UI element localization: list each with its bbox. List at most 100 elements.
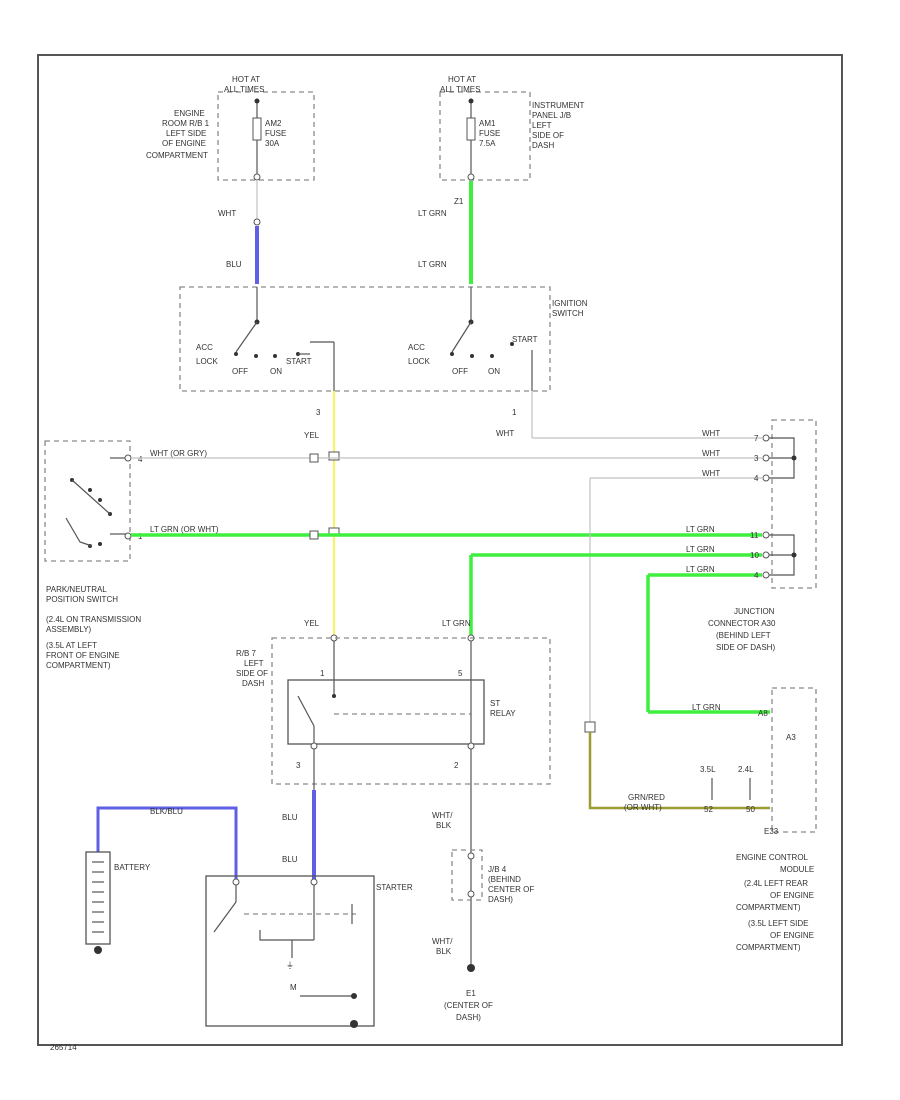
ignition-switch-title-1: IGNITION	[552, 299, 588, 308]
battery-label: BATTERY	[114, 863, 151, 872]
ltgrn-label-relay-feed: LT GRN	[442, 619, 471, 628]
ecm-connector-e33: E33	[764, 827, 779, 836]
ecm-pin-52: 52	[704, 805, 713, 814]
jb4-outline	[451, 849, 483, 901]
ignition-right-blade	[451, 321, 472, 353]
ground-e1-location-1: (CENTER OF	[444, 1001, 493, 1010]
hot1-location-line3: LEFT SIDE	[166, 129, 206, 138]
ignition-acc-label-1: ACC	[196, 343, 213, 352]
ignition-switch-outline	[179, 286, 551, 392]
ground-e1-location-2: DASH)	[456, 1013, 481, 1022]
starter-box	[205, 875, 375, 1027]
instrument-panel-junction-block-outline	[439, 91, 531, 181]
am2-fuse-name: AM2	[265, 119, 282, 128]
pnp-terminal-1	[124, 532, 132, 540]
ecm-variant-24: 2.4L	[738, 765, 754, 774]
ignition-pin-3: 3	[316, 408, 321, 417]
junction-terminal-3	[762, 454, 770, 462]
figure-id: 265714	[50, 1043, 77, 1052]
hot2-location-line1: INSTRUMENT	[532, 101, 585, 110]
hot1-location-line1: ENGINE	[174, 109, 205, 118]
starter-coil-path	[259, 930, 314, 941]
hot2-location-line3: LEFT	[532, 121, 552, 130]
junction-pin-10: 10	[750, 551, 759, 560]
pnp-title-7: COMPARTMENT)	[46, 661, 111, 670]
relay-coil-left-dot	[332, 694, 336, 698]
am1-fuse-word: FUSE	[479, 129, 500, 138]
ecm-variant-35: 3.5L	[700, 765, 716, 774]
ignition-left-off-dot	[254, 354, 258, 358]
am1-fuse-name: AM1	[479, 119, 496, 128]
junction-pin-4a: 4	[754, 474, 759, 483]
junction-bus-upper-dot	[791, 455, 797, 461]
relay-terminal-3	[310, 742, 318, 750]
junction-ltgrn-label-1: LT GRN	[686, 525, 715, 534]
st-relay-title-2: RELAY	[490, 709, 516, 718]
pnp-switch-blade	[71, 479, 111, 515]
ignition-on-label-1: ON	[270, 367, 282, 376]
battery-cells-icon	[92, 861, 104, 933]
pnp-title-5: (3.5L AT LEFT	[46, 641, 97, 650]
pnp-ltgrn-wire-label: LT GRN (OR WHT)	[150, 525, 219, 534]
jb4-title-3: CENTER OF	[488, 885, 534, 894]
wht-wire-label: WHT	[218, 209, 236, 218]
relay-block-title-2: LEFT	[244, 659, 264, 668]
battery-cable-label: BLK/BLU	[150, 807, 183, 816]
junction-terminal-7	[762, 434, 770, 442]
hot2-location-line2: PANEL J/B	[532, 111, 571, 120]
ecm-pin-a8: A8	[758, 709, 768, 718]
junction-title-2: CONNECTOR A30	[708, 619, 776, 628]
relay-block-title-4: DASH	[242, 679, 264, 688]
relay-pin-2: 2	[454, 761, 459, 770]
junction-connector-outline	[771, 419, 817, 589]
pnp-terminal-4	[124, 454, 132, 462]
junction-terminal-11	[762, 531, 770, 539]
junction-wht-label-3: WHT	[702, 469, 720, 478]
ecm-outline	[771, 687, 817, 833]
am1-fuse-rating: 7.5A	[479, 139, 496, 148]
battery-icon	[85, 851, 111, 945]
starter-label: STARTER	[376, 883, 413, 892]
relay-pin-3: 3	[296, 761, 301, 770]
pnp-switch-arm	[65, 517, 93, 547]
hot1-location-line2: ROOM R/B 1	[162, 119, 210, 128]
ecm-title-4: OF ENGINE	[770, 891, 814, 900]
am1-fuse-icon	[466, 117, 476, 141]
wht-label-ignition-out: WHT	[496, 429, 514, 438]
ignition-right-on-dot	[490, 354, 494, 358]
ecm-title-3: (2.4L LEFT REAR	[744, 879, 808, 888]
am2-bottom-terminal	[253, 173, 261, 181]
battery-cable	[96, 806, 238, 880]
junction-pin-3: 3	[754, 454, 759, 463]
ignition-off-label-2: OFF	[452, 367, 468, 376]
am1-bottom-terminal	[467, 173, 475, 181]
jb4-lower-terminal	[467, 890, 475, 898]
relay-pin-5: 5	[458, 669, 463, 678]
whtblk-label-1a: WHT/	[432, 811, 453, 820]
pnp-wht-inline-connector	[309, 453, 319, 463]
ground-e1-dot	[467, 964, 475, 972]
blu-label-low-1: BLU	[282, 813, 298, 822]
relay-contact-blade	[297, 695, 315, 727]
relay-block-title-3: SIDE OF	[236, 669, 268, 678]
pnp-title-4: ASSEMBLY)	[46, 625, 92, 634]
starter-battery-terminal	[232, 878, 240, 886]
relay-block-outline	[271, 637, 551, 785]
ecm-title-8: COMPARTMENT)	[736, 943, 801, 952]
st-relay-title-1: ST	[490, 699, 500, 708]
hot-at-label-1: HOT AT	[232, 75, 260, 84]
yel-inline-connector-top	[328, 451, 340, 461]
junction-bus-lower-dot	[791, 552, 797, 558]
ignition-right-acc-dot	[450, 352, 454, 356]
junction-pin-7: 7	[754, 434, 759, 443]
ignition-pin-1: 1	[512, 408, 517, 417]
am2-fuse-rating: 30A	[265, 139, 280, 148]
starter-ground-dot-b	[350, 1020, 358, 1028]
ecm-title-2: MODULE	[780, 865, 814, 874]
pnp-title-3: (2.4L ON TRANSMISSION	[46, 615, 141, 624]
junction-title-4: SIDE OF DASH)	[716, 643, 775, 652]
ignition-off-label-1: OFF	[232, 367, 248, 376]
junction-pin-11: 11	[750, 531, 759, 540]
pnp-title-6: FRONT OF ENGINE	[46, 651, 120, 660]
ecm-title-5: COMPARTMENT)	[736, 903, 801, 912]
